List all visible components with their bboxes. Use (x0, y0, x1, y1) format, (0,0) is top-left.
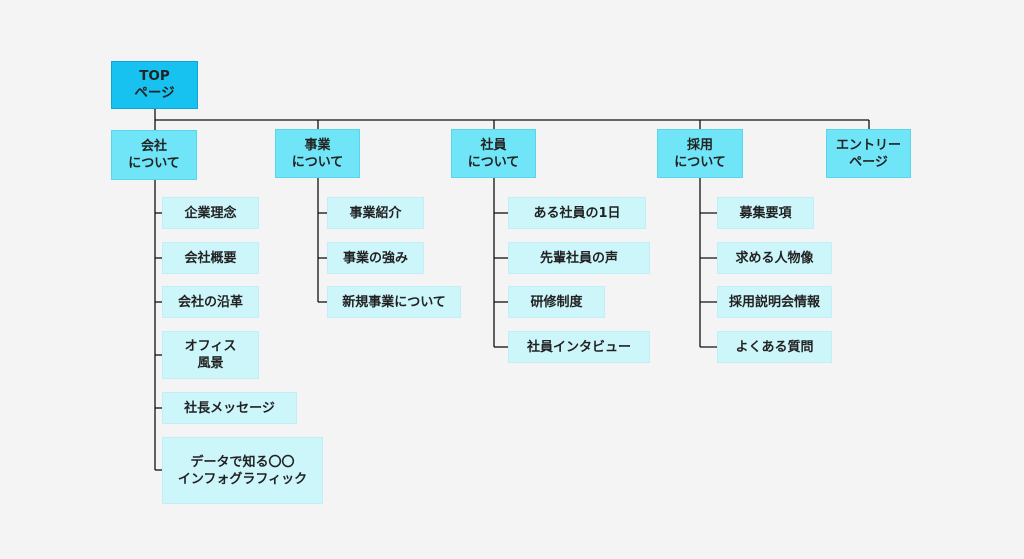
leaf-company-history: 会社の沿革 (162, 286, 259, 318)
node-top-page: TOP ページ (111, 61, 198, 109)
leaf-briefing-info: 採用説明会情報 (717, 286, 832, 318)
node-business: 事業 について (275, 129, 360, 178)
node-recruit: 採用 について (657, 129, 743, 178)
leaf-employee-interview: 社員インタビュー (508, 331, 650, 363)
node-employees: 社員 について (451, 129, 536, 178)
leaf-day-in-life: ある社員の1日 (508, 197, 646, 229)
leaf-business-strengths: 事業の強み (327, 242, 424, 274)
leaf-business-intro: 事業紹介 (327, 197, 424, 229)
node-company: 会社 について (111, 130, 197, 180)
leaf-data-infographic: データで知る〇〇 インフォグラフィック (162, 437, 323, 504)
leaf-president-message: 社長メッセージ (162, 392, 297, 424)
leaf-company-overview: 会社概要 (162, 242, 259, 274)
leaf-senior-voices: 先輩社員の声 (508, 242, 650, 274)
leaf-faq: よくある質問 (717, 331, 832, 363)
leaf-job-requirements: 募集要項 (717, 197, 814, 229)
leaf-company-philosophy: 企業理念 (162, 197, 259, 229)
node-entry-page: エントリー ページ (826, 129, 911, 178)
leaf-ideal-candidate: 求める人物像 (717, 242, 832, 274)
leaf-new-business: 新規事業について (327, 286, 461, 318)
leaf-training: 研修制度 (508, 286, 605, 318)
leaf-office-scenery: オフィス 風景 (162, 331, 259, 379)
